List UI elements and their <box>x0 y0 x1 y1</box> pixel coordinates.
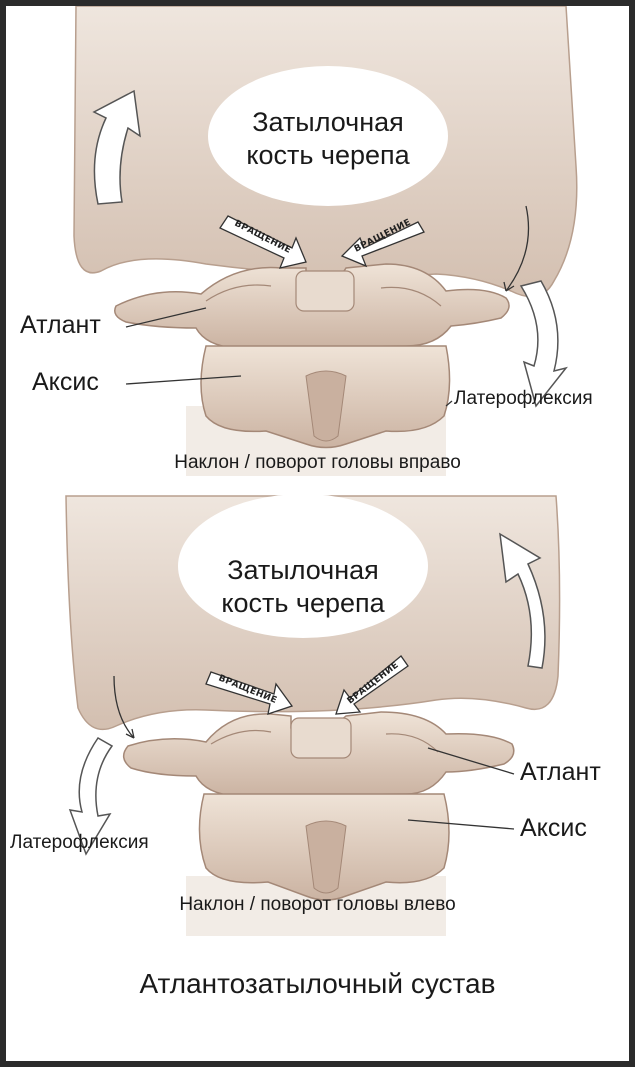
axis-label: Аксис <box>520 814 587 842</box>
atlas-vertebra <box>114 263 510 349</box>
atlas-leader <box>427 747 515 775</box>
lateroflexion-arrow <box>519 280 568 408</box>
panel-caption: Наклон / поворот головы вправо <box>174 452 461 473</box>
skull-label-line2: кость черепа <box>246 140 410 170</box>
lateroflexion-leader <box>445 400 453 407</box>
panel-left-tilt: ВРАЩЕНИЕ ВРАЩЕНИЕ Затылочная кость череп… <box>6 476 629 946</box>
panel-left-illustration: ВРАЩЕНИЕ ВРАЩЕНИЕ <box>65 494 561 936</box>
figure-frame: ВРАЩЕНИЕ ВРАЩЕНИЕ Затылочная кость череп… <box>6 6 629 1061</box>
skull-label-line1: Затылочная <box>227 555 379 585</box>
atlas-leader <box>125 307 207 328</box>
foramen-magnum <box>208 66 448 206</box>
axis-vertebra <box>198 793 450 901</box>
axis-leader <box>407 819 515 830</box>
lateroflexion-arrow <box>68 737 114 856</box>
atlas-label: Атлант <box>520 758 601 786</box>
skull-label: Затылочная кость черепа <box>198 106 458 172</box>
skull-label-line2: кость черепа <box>221 588 385 618</box>
axis-label: Аксис <box>32 368 99 396</box>
foramen-magnum <box>178 494 428 638</box>
atlas-label: Атлант <box>20 311 101 339</box>
axis-leader <box>125 375 242 385</box>
lateroflexion-pointer <box>113 675 135 739</box>
figure-title: Атлантозатылочный сустав <box>139 968 496 999</box>
panel-right-illustration: ВРАЩЕНИЕ ВРАЩЕНИЕ <box>73 6 578 476</box>
panel-right-tilt: ВРАЩЕНИЕ ВРАЩЕНИЕ Затылочная кость череп… <box>6 6 629 476</box>
lateroflexion-pointer <box>505 205 530 292</box>
tilt-up-arrow <box>499 532 546 669</box>
lateroflexion-label: Латерофлексия <box>10 832 149 853</box>
atlas-vertebra <box>122 711 515 797</box>
panel-caption: Наклон / поворот головы влево <box>179 894 456 915</box>
skull-label-line1: Затылочная <box>252 107 404 137</box>
axis-vertebra <box>200 345 451 449</box>
tilt-up-arrow <box>92 89 141 205</box>
lateroflexion-label: Латерофлексия <box>454 388 593 409</box>
skull-label: Затылочная кость черепа <box>173 554 433 620</box>
